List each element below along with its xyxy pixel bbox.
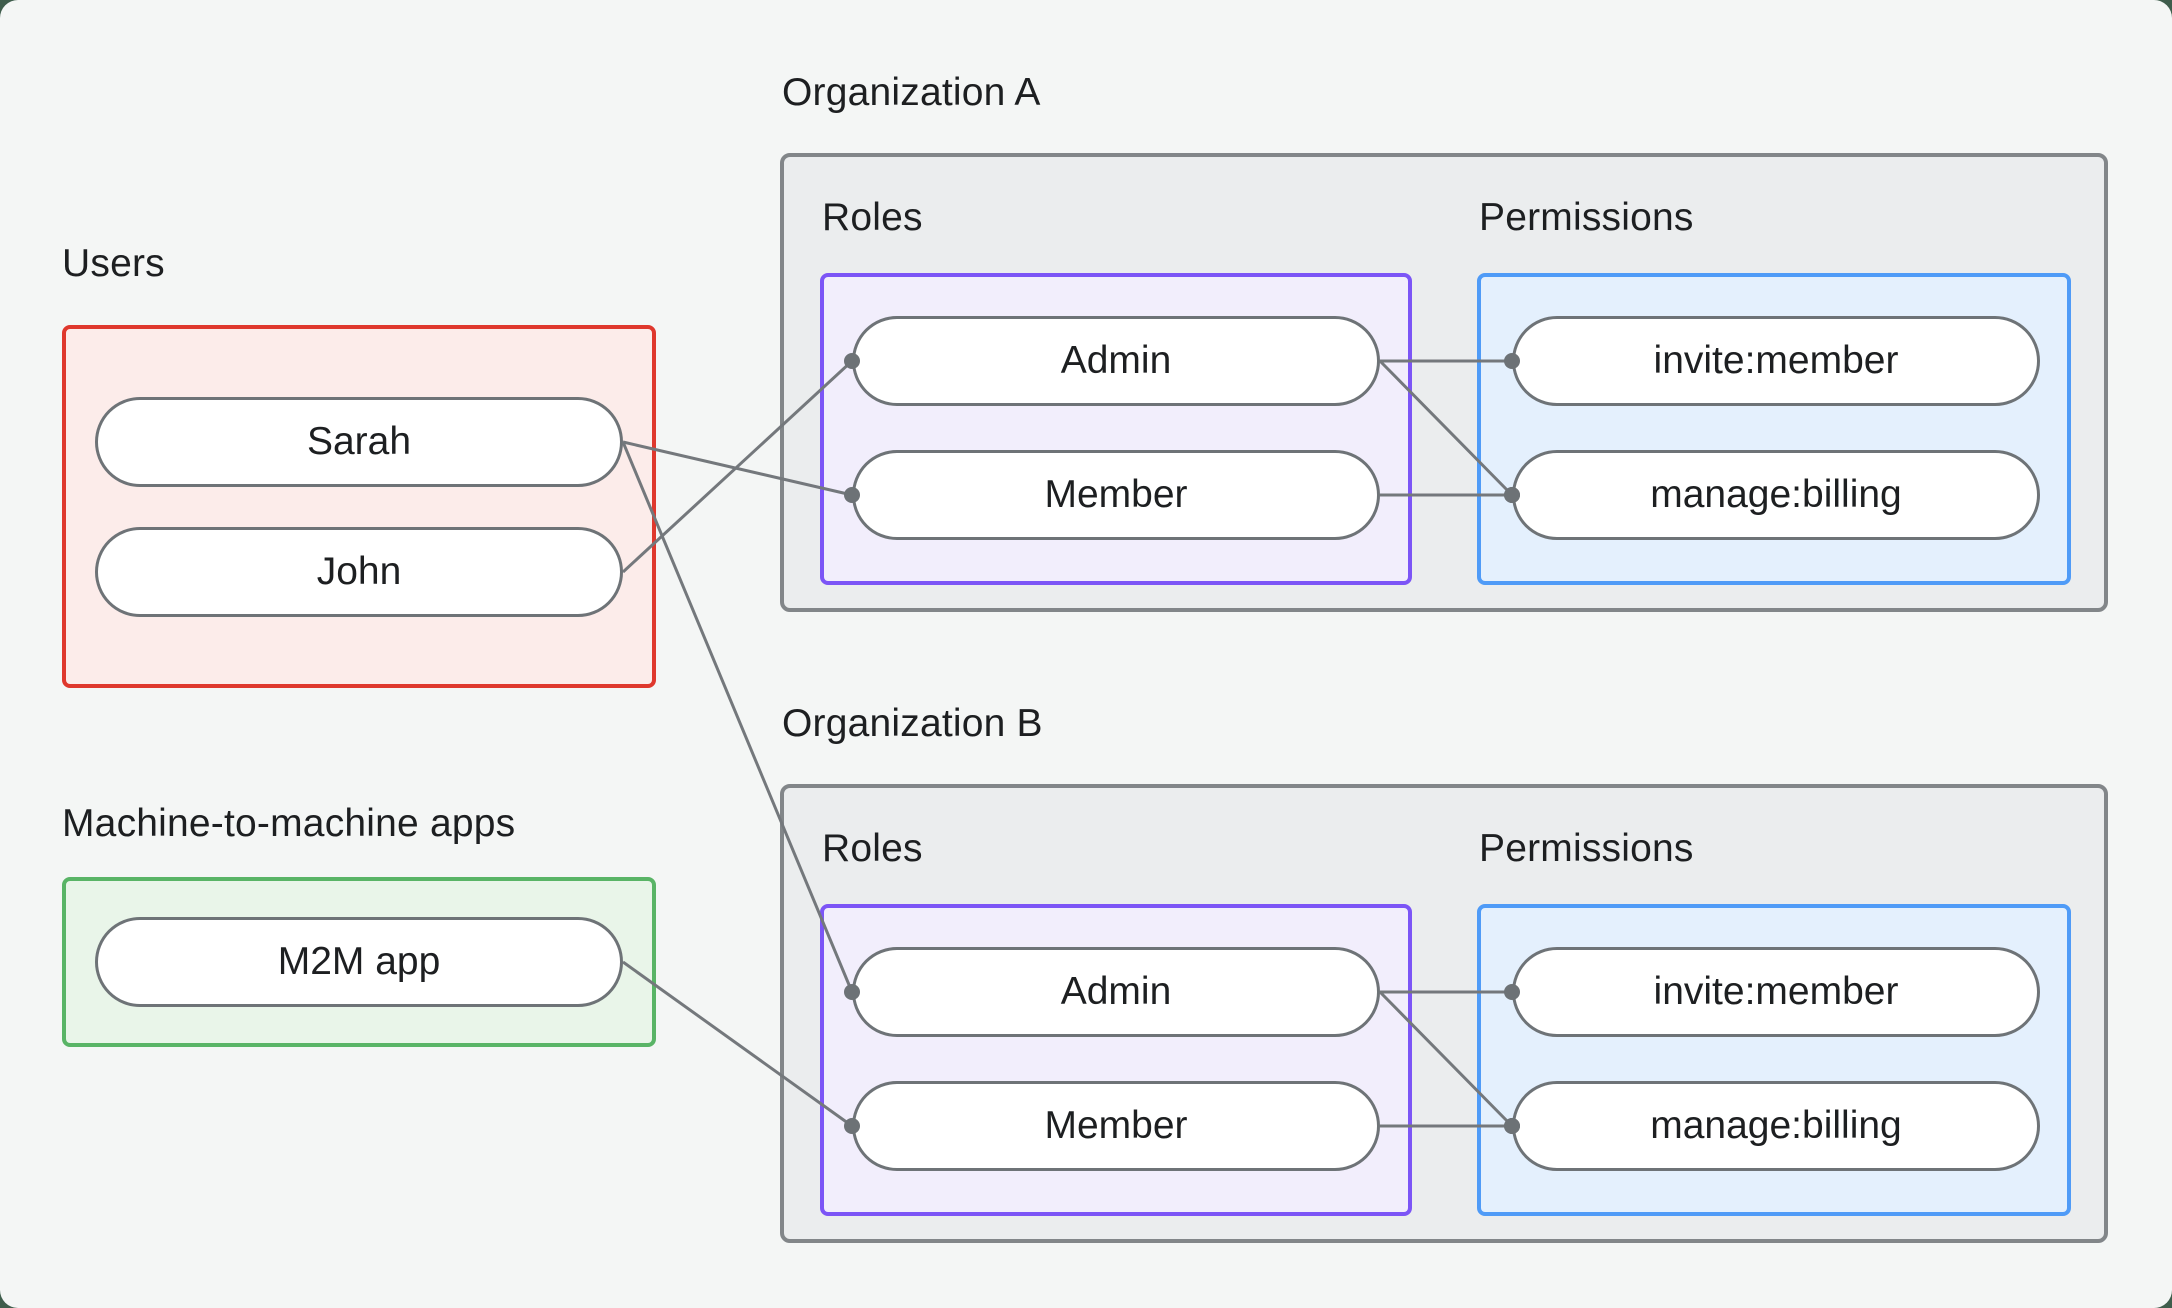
permission-pill-invite-member: invite:member — [1512, 316, 2040, 406]
permissions-label: Permissions — [1479, 827, 1694, 870]
roles-box: Admin Member — [820, 273, 1412, 585]
permissions-box: invite:member manage:billing — [1477, 273, 2071, 585]
m2m-apps-group-label: Machine-to-machine apps — [62, 802, 516, 845]
user-pill-john: John — [95, 527, 623, 617]
role-pill-member: Member — [852, 1081, 1380, 1171]
role-pill-member: Member — [852, 450, 1380, 540]
permission-pill-manage-billing: manage:billing — [1512, 1081, 2040, 1171]
permission-pill-manage-billing: manage:billing — [1512, 450, 2040, 540]
organization-a: Organization A Roles Permissions Admin M… — [780, 71, 2108, 612]
roles-label: Roles — [822, 827, 923, 870]
m2m-apps-group: Machine-to-machine apps M2M app — [62, 802, 656, 1047]
users-group: Users Sarah John — [62, 242, 656, 688]
permissions-label: Permissions — [1479, 196, 1694, 239]
permission-pill-invite-member: invite:member — [1512, 947, 2040, 1037]
organization-a-title: Organization A — [782, 71, 1041, 114]
organization-b-title: Organization B — [782, 702, 1043, 745]
users-group-label: Users — [62, 242, 165, 285]
user-pill-sarah: Sarah — [95, 397, 623, 487]
roles-box: Admin Member — [820, 904, 1412, 1216]
organization-b: Organization B Roles Permissions Admin M… — [780, 702, 2108, 1243]
users-group-box — [62, 325, 656, 688]
roles-label: Roles — [822, 196, 923, 239]
role-pill-admin: Admin — [852, 316, 1380, 406]
role-pill-admin: Admin — [852, 947, 1380, 1037]
permissions-box: invite:member manage:billing — [1477, 904, 2071, 1216]
m2m-app-pill: M2M app — [95, 917, 623, 1007]
